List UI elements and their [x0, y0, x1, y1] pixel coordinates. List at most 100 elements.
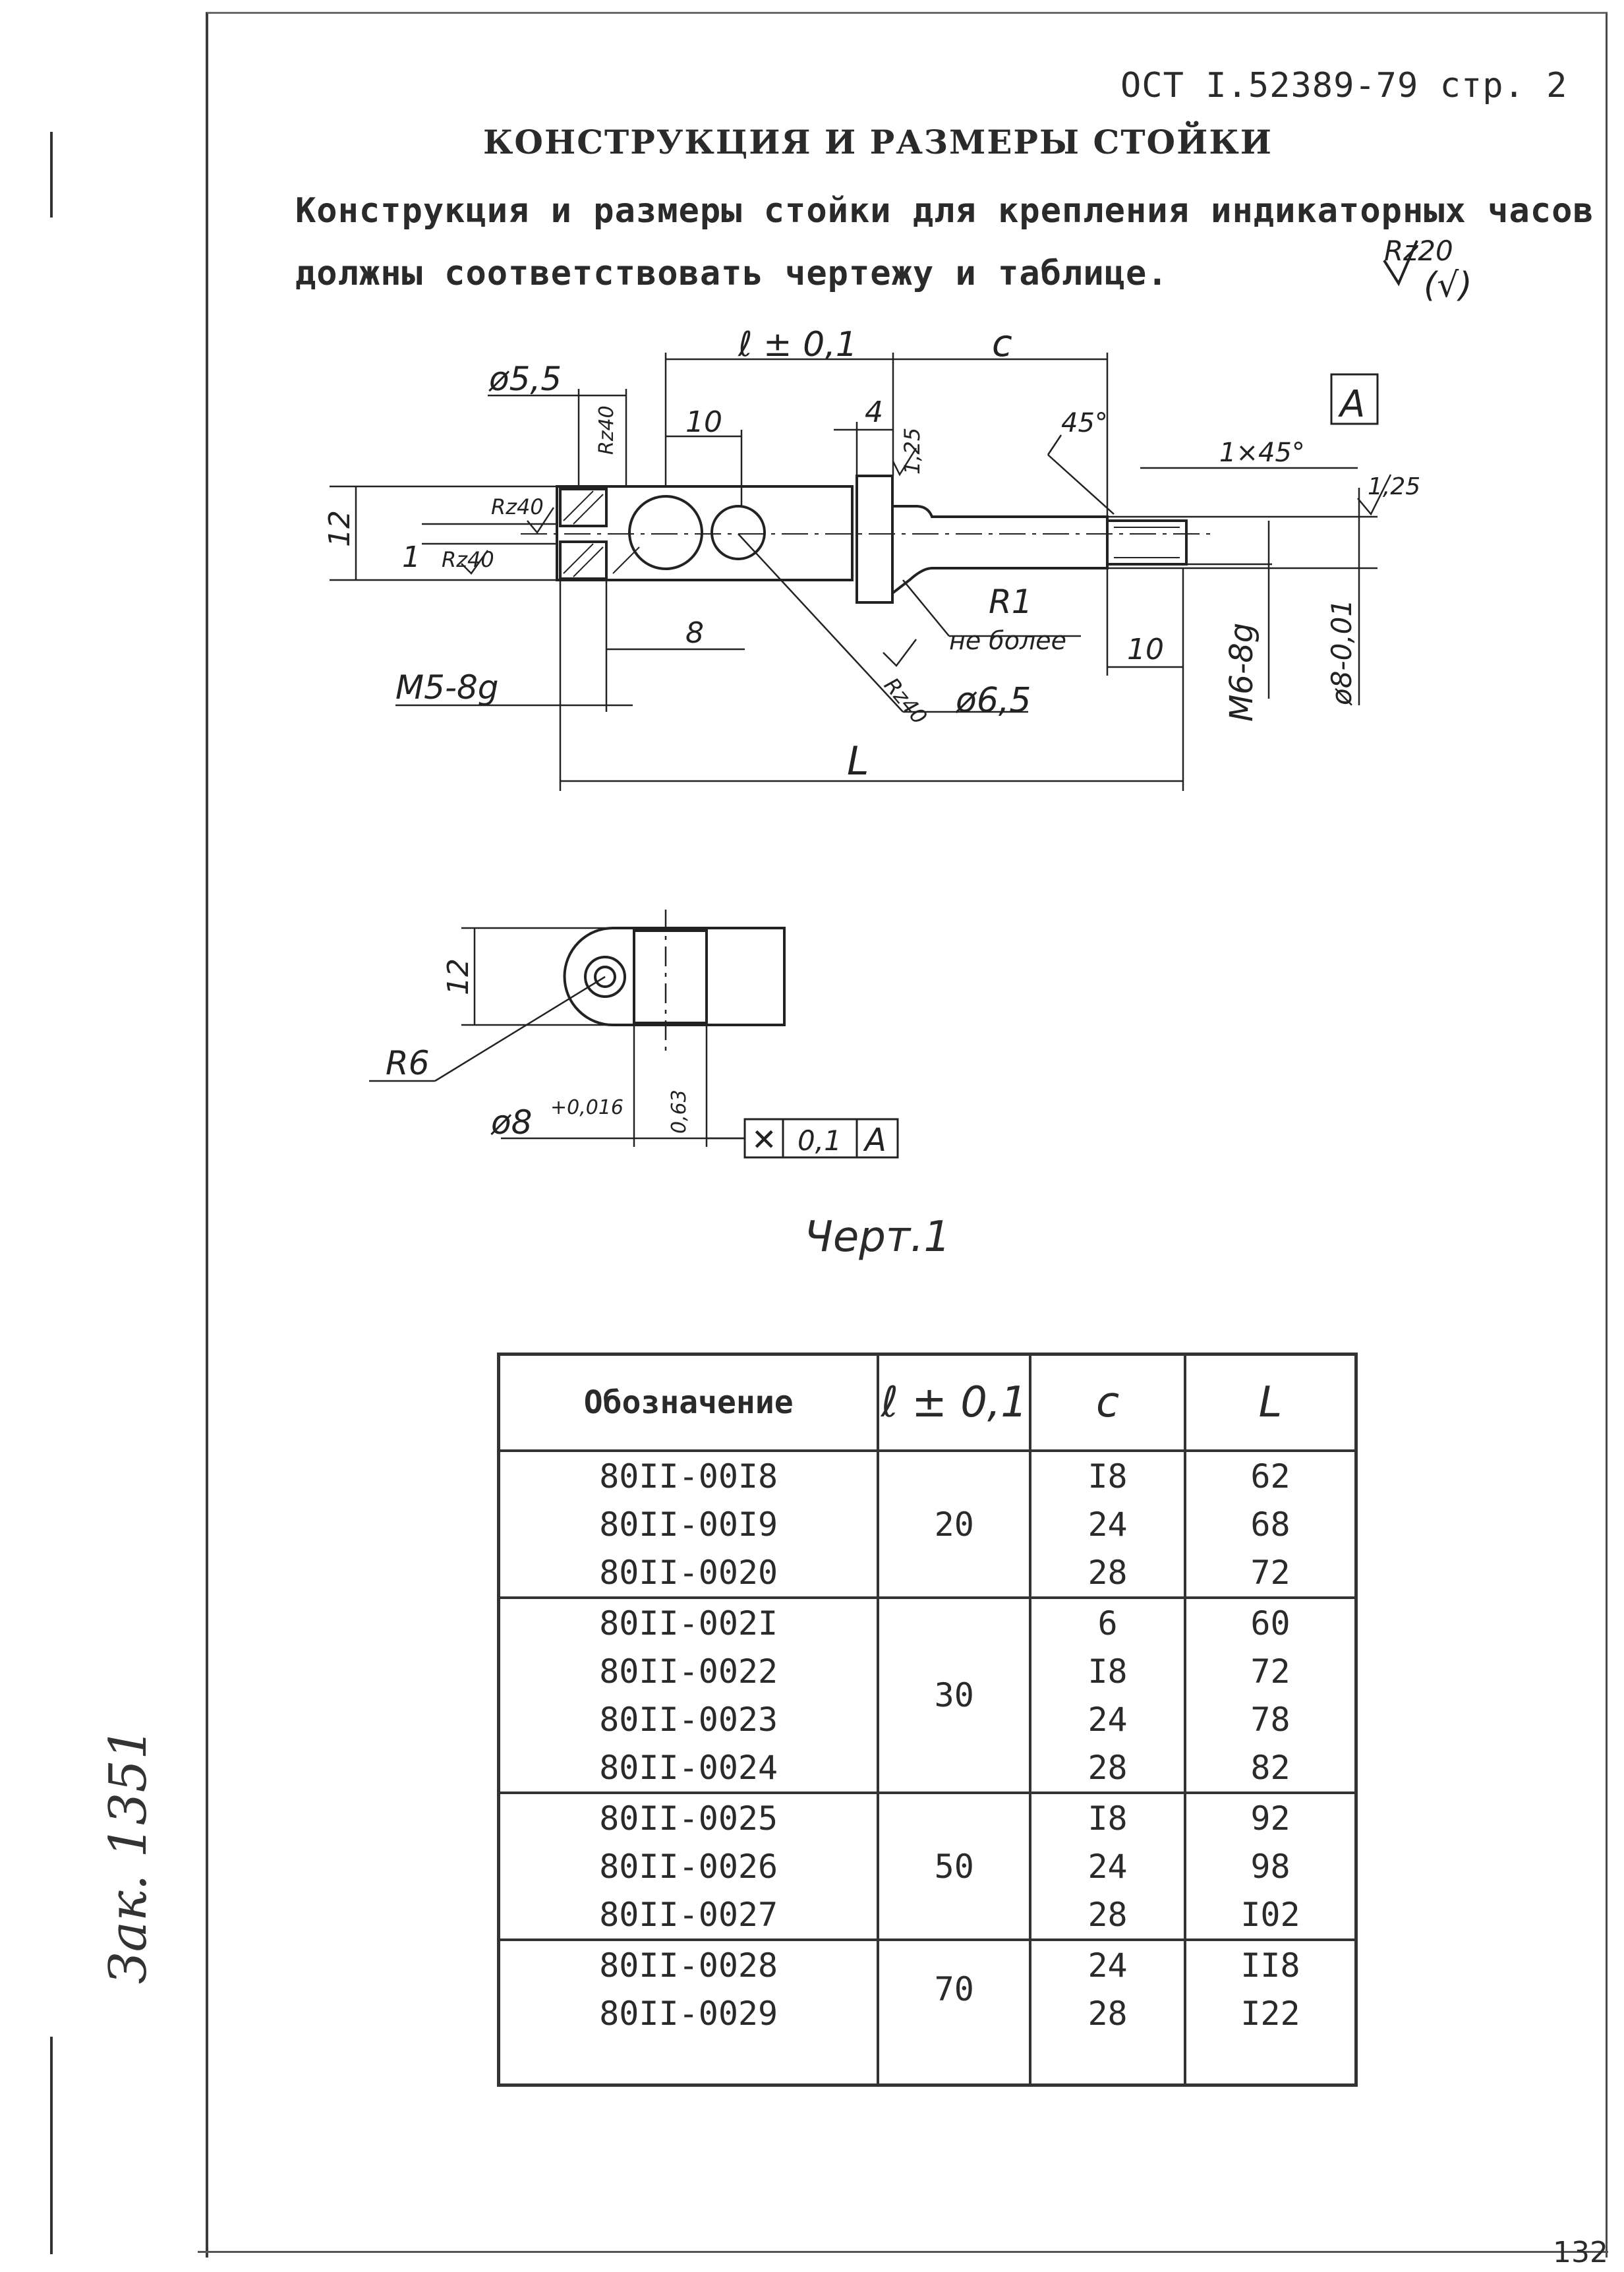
table-row: 80II-0026 24 98: [497, 1842, 1358, 1890]
cell-designation: 80II-0020: [497, 1548, 880, 1598]
cell-designation: 80II-0022: [497, 1647, 880, 1695]
cell-c: 28: [1029, 1743, 1186, 1793]
dim-ne-bolee: не более: [949, 626, 1066, 655]
cell-designation: 80II-0027: [497, 1890, 880, 1940]
roughness-rz40-a: Rz40: [491, 494, 544, 519]
table-row: 80II-0027 28 I02: [497, 1890, 1358, 1940]
table-row: 80II-0023 24 78: [497, 1695, 1358, 1743]
cell-L: 92: [1183, 1791, 1358, 1842]
view2-dim-r6: R6: [386, 1044, 430, 1082]
view2-dim-d8-tol: +0,016: [550, 1096, 624, 1119]
tolerance-value: 0,1: [798, 1124, 842, 1157]
drawing-caption: Черт.1: [804, 1213, 951, 1262]
roughness-rz40-b: Rz40: [442, 547, 494, 572]
dim-ten-low: 10: [1127, 633, 1164, 666]
paragraph-line-1: Конструкция и размеры стойки для креплен…: [295, 191, 1594, 231]
dim-L: L: [847, 738, 869, 784]
dim-45deg: 45°: [1061, 408, 1108, 438]
table-row: 80II-0022 I8 72: [497, 1647, 1358, 1695]
roughness-general-rest: (√): [1424, 266, 1472, 305]
cell-c: 24: [1029, 1500, 1186, 1548]
col-L: L: [1183, 1353, 1358, 1452]
dim-d55: ø5,5: [488, 360, 562, 398]
roughness-rz40-c: Rz40: [879, 673, 932, 730]
page-frame: [206, 12, 1608, 2257]
table-row: 80II-00I8 20 I8 62: [497, 1449, 1358, 1598]
col-designation: Обозначение: [497, 1353, 880, 1452]
dim-d8: ø8-0,01: [1325, 599, 1358, 706]
bottom-border: [198, 2251, 1608, 2253]
cell-c: I8: [1029, 1449, 1186, 1500]
col-c: c: [1029, 1353, 1186, 1452]
cell-L: II8: [1183, 1938, 1358, 1989]
table-row: 80II-0024 28 82: [497, 1743, 1358, 1793]
cell-empty: [497, 2037, 880, 2085]
dim-l01: ℓ ± 0,1: [738, 325, 857, 364]
table-row: 80II-0029 28 I22: [497, 1989, 1358, 2037]
table-row: 80II-002I 30 6 60: [497, 1596, 1358, 1793]
handwritten-order-note: Зак. 1351: [99, 1727, 158, 1984]
cell-L: I02: [1183, 1890, 1358, 1940]
dimensions-table: Обозначение ℓ ± 0,1 c L 80II-00I8 20 I8 …: [497, 1353, 1358, 2087]
cell-L: 78: [1183, 1695, 1358, 1743]
cell-L: 82: [1183, 1743, 1358, 1793]
cell-l: 20: [877, 1449, 1032, 1598]
cell-designation: 80II-0023: [497, 1695, 880, 1743]
cell-c: 24: [1029, 1842, 1186, 1890]
technical-drawing: Rz20 (√) ℓ ± 0,1 c ø5,5 10 4 45° 1×45° A…: [323, 235, 1472, 1159]
cell-l: 50: [877, 1791, 1032, 1940]
cell-L: 72: [1183, 1548, 1358, 1598]
cell-designation: 80II-002I: [497, 1596, 880, 1647]
page-title: КОНСТРУКЦИЯ И РАЗМЕРЫ СТОЙКИ: [482, 123, 1273, 161]
cell-l: 30: [877, 1596, 1032, 1793]
roughness-rz40-v: Rz40: [595, 405, 618, 455]
table-row: 80II-0028 70 24 II8: [497, 1938, 1358, 2037]
cell-empty: [1029, 2037, 1186, 2085]
dim-m5: M5-8g: [395, 668, 499, 707]
dim-four: 4: [865, 395, 883, 429]
cell-L: 72: [1183, 1647, 1358, 1695]
paragraph-line-2: должны соответствовать чертежу и таблице…: [295, 254, 1169, 293]
table-row: 80II-00I9 24 68: [497, 1500, 1358, 1548]
view2-drawing: [369, 910, 899, 1159]
col-l: ℓ ± 0,1: [877, 1353, 1032, 1452]
cell-L: 62: [1183, 1449, 1358, 1500]
cell-c: 24: [1029, 1938, 1186, 1989]
table-row-empty: [497, 2037, 1358, 2085]
dim-c: c: [992, 322, 1012, 365]
cell-L: I22: [1183, 1989, 1358, 2037]
cell-designation: 80II-0026: [497, 1842, 880, 1890]
dim-twelve: 12: [323, 510, 357, 547]
cell-l: 70: [877, 1938, 1032, 2037]
page-number: 132: [1553, 2236, 1608, 2269]
cell-L: 60: [1183, 1596, 1358, 1647]
cell-c: 28: [1029, 1989, 1186, 2037]
dim-eight: 8: [685, 616, 704, 650]
dim-d65: ø6,5: [955, 681, 1031, 720]
cell-empty: [877, 2037, 1032, 2085]
cell-designation: 80II-0029: [497, 1989, 880, 2037]
view2-dim-d8: ø8: [490, 1103, 532, 1142]
roughness-125-a: 1,25: [900, 428, 925, 475]
cell-c: 28: [1029, 1890, 1186, 1940]
cell-L: 68: [1183, 1500, 1358, 1548]
document-code: ОСТ I.52389-79 стр. 2: [1120, 66, 1568, 105]
view2-roughness-063: 0,63: [668, 1090, 691, 1134]
cell-c: 24: [1029, 1695, 1186, 1743]
datum-a: A: [1338, 383, 1365, 426]
dim-r1: R1: [989, 583, 1033, 621]
dim-m6: M6-8g: [1223, 623, 1260, 722]
cell-c: 28: [1029, 1548, 1186, 1598]
cell-designation: 80II-0028: [497, 1938, 880, 1989]
dim-chamfer: 1×45°: [1219, 438, 1305, 468]
dim-ten-top: 10: [685, 405, 722, 439]
table-row: 80II-0025 50 I8 92: [497, 1791, 1358, 1940]
view2-dim-twelve: 12: [442, 958, 475, 995]
binding-line-bottom: [50, 2037, 53, 2254]
roughness-general-value: Rz20: [1384, 235, 1453, 267]
cell-c: I8: [1029, 1791, 1186, 1842]
cell-designation: 80II-00I8: [497, 1449, 880, 1500]
cell-c: I8: [1029, 1647, 1186, 1695]
collar: [856, 475, 894, 604]
table-row: 80II-0020 28 72: [497, 1548, 1358, 1598]
